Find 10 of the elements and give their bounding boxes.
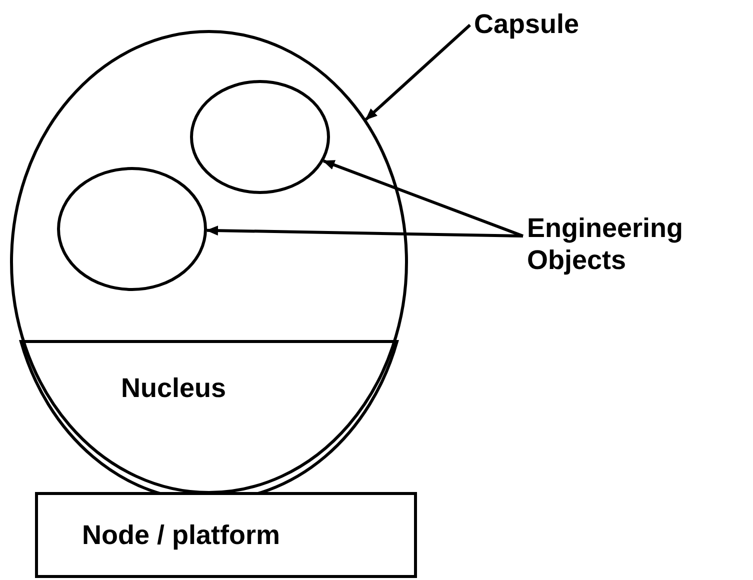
capsule-ellipse bbox=[10, 30, 408, 494]
node-label: Nucleus bbox=[121, 372, 226, 404]
object-circle bbox=[57, 167, 207, 291]
object-circle bbox=[190, 80, 330, 194]
objects-label: Engineering Objects bbox=[527, 212, 753, 278]
node-label: Node / platform bbox=[82, 519, 280, 551]
platform-box bbox=[35, 492, 417, 578]
leader-arrow bbox=[322, 160, 524, 238]
leader-arrow bbox=[364, 24, 471, 121]
leader-arrow bbox=[206, 226, 524, 238]
